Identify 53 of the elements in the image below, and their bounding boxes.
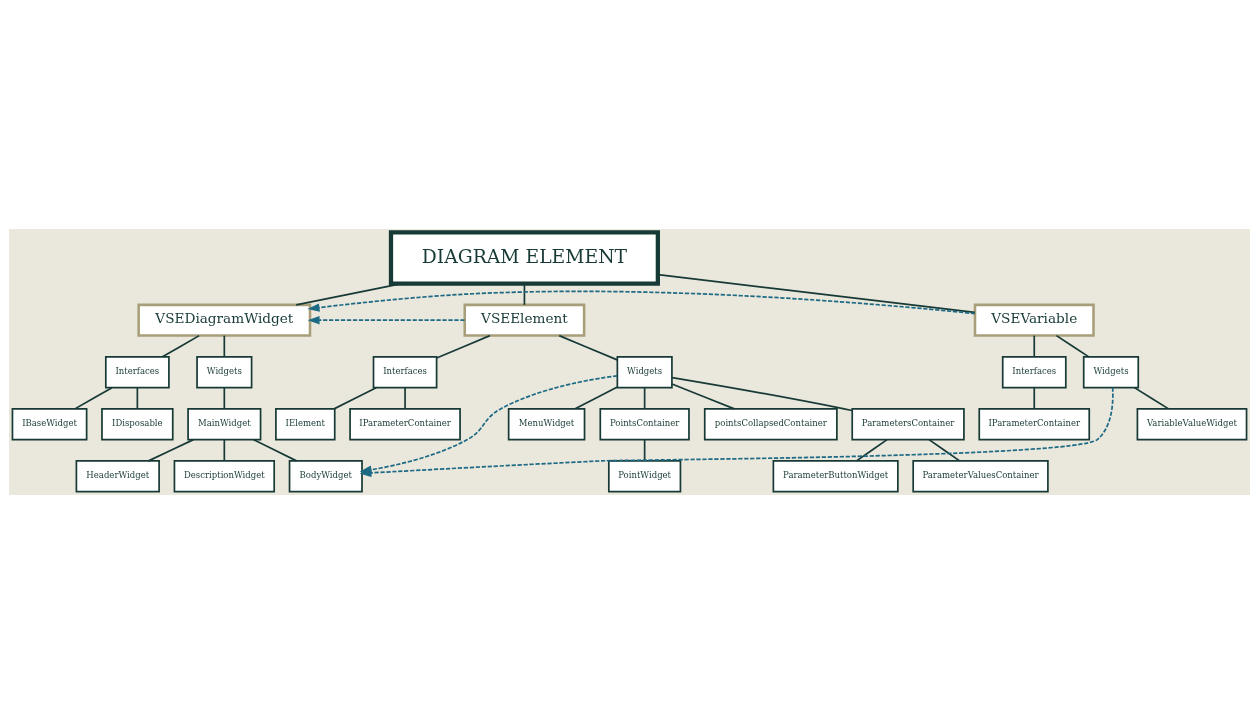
connector (74, 386, 113, 410)
node-box: ParametersContainer (851, 408, 965, 441)
node-box: Interfaces (104, 356, 170, 389)
node-box: BodyWidget (288, 460, 363, 493)
connector (223, 334, 226, 358)
node-box: MainWidget (187, 408, 262, 441)
connector (643, 386, 646, 410)
connector (136, 386, 139, 410)
node-box: DescriptionWidget (173, 460, 276, 493)
connector (574, 386, 619, 410)
node-box: HeaderWidget (75, 460, 160, 493)
node-box: VSEDiagramWidget (137, 303, 312, 337)
connector (147, 438, 195, 462)
connector (657, 273, 976, 314)
node-box: Interfaces (1001, 356, 1067, 389)
connector (223, 438, 226, 462)
connector (928, 438, 961, 462)
connector (643, 438, 646, 462)
node-box: PointsContainer (599, 408, 690, 441)
node-box: VariableValueWidget (1136, 408, 1248, 441)
node-box: ParameterButtonWidget (772, 460, 899, 493)
node-box: VSEElement (463, 303, 586, 337)
arrow (307, 290, 976, 315)
connector (855, 438, 888, 462)
connector (404, 386, 406, 410)
node-box: Widgets (1082, 356, 1140, 389)
connector (1033, 386, 1036, 410)
node-box: DIAGRAM ELEMENT (388, 230, 660, 286)
connector (333, 386, 378, 410)
node-box: PointWidget (607, 460, 682, 493)
node-box: Widgets (196, 356, 253, 389)
node-box: IParameterContainer (349, 408, 461, 441)
arrow (307, 316, 466, 325)
connector (1133, 386, 1170, 410)
connector (435, 334, 491, 359)
node-box: IParameterContainer (978, 408, 1091, 441)
connector (1055, 334, 1090, 358)
node-box: pointsCollapsedContainer (703, 408, 838, 441)
node-box: ParameterValuesContainer (912, 460, 1049, 493)
node-box: Widgets (616, 356, 673, 389)
connector (223, 386, 226, 410)
connector (1033, 334, 1036, 358)
connector (523, 282, 526, 306)
connector (671, 376, 853, 412)
node-box: IBaseWidget (11, 408, 88, 441)
node-box: Interfaces (372, 356, 438, 389)
node-box: MenuWidget (507, 408, 586, 441)
connector (671, 383, 736, 410)
node-box: VSEVariable (973, 303, 1095, 337)
node-box: IElement (275, 408, 336, 441)
node-box: IDisposable (101, 408, 174, 441)
connector (558, 334, 619, 361)
connector (161, 334, 201, 358)
